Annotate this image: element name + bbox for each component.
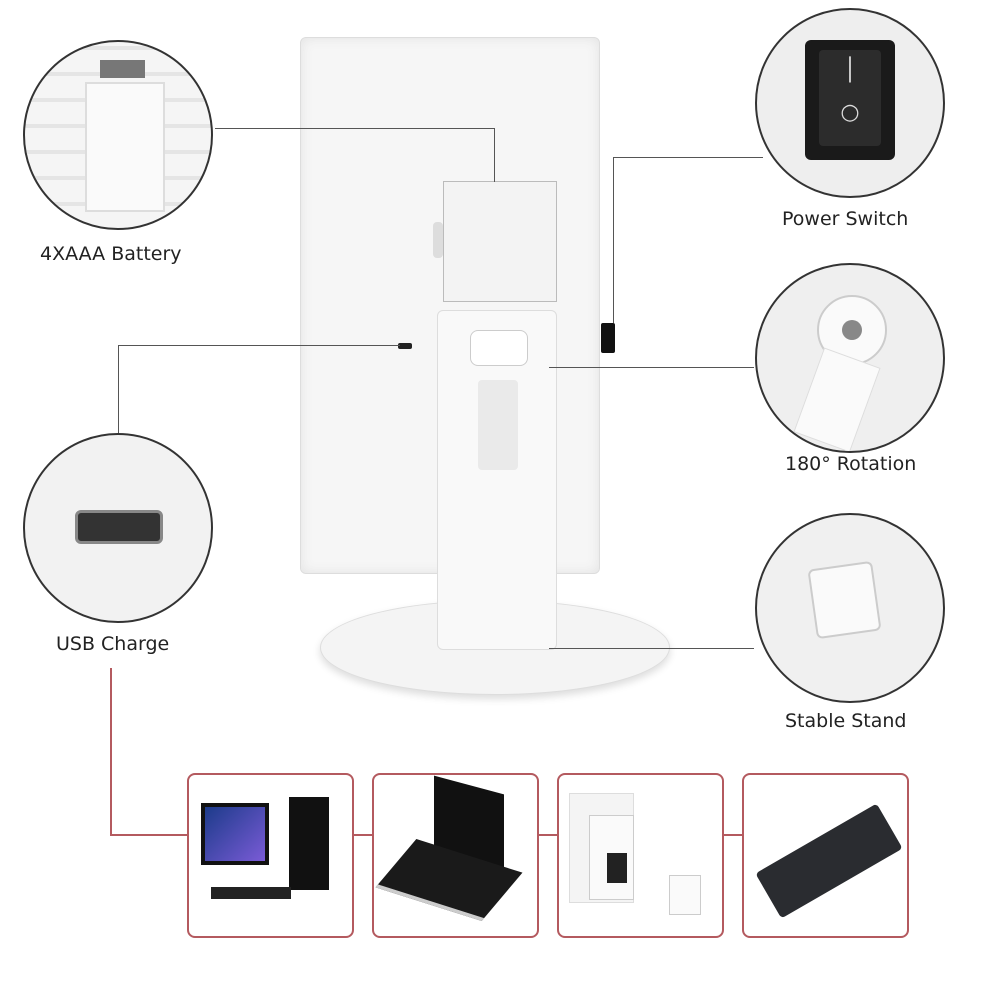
usb-charge-label: USB Charge xyxy=(56,633,170,655)
hinge xyxy=(470,330,528,366)
usb-detail-circle xyxy=(23,433,213,623)
stand-detail-circle xyxy=(755,513,945,703)
stand-label: Stable Stand xyxy=(785,710,907,732)
stand-base-icon xyxy=(807,560,882,640)
battery-compartment-icon xyxy=(85,82,165,212)
battery-label: 4XAAA Battery xyxy=(40,243,182,265)
battery-tab-icon xyxy=(100,60,145,78)
power-switch-label: Power Switch xyxy=(782,208,909,230)
power-switch-small xyxy=(601,323,615,353)
stand-slot xyxy=(478,380,518,470)
cover-latch xyxy=(433,222,443,258)
rotation-detail-circle xyxy=(755,263,945,453)
rocker-switch-icon: │○ xyxy=(805,40,895,160)
battery-cover xyxy=(443,181,557,302)
desktop-computer-icon xyxy=(201,803,269,865)
power-switch-circle: │○ xyxy=(755,8,945,198)
rotation-label: 180° Rotation xyxy=(785,453,917,475)
laptop-box xyxy=(372,773,539,938)
battery-detail-circle xyxy=(23,40,213,230)
desktop-computer-box xyxy=(187,773,354,938)
wall-adapter-box xyxy=(557,773,724,938)
power-bank-icon xyxy=(755,803,903,919)
power-bank-box xyxy=(742,773,909,938)
usb-port-small xyxy=(398,343,412,349)
micro-usb-port-icon xyxy=(75,510,163,544)
stand-arm xyxy=(437,310,557,650)
